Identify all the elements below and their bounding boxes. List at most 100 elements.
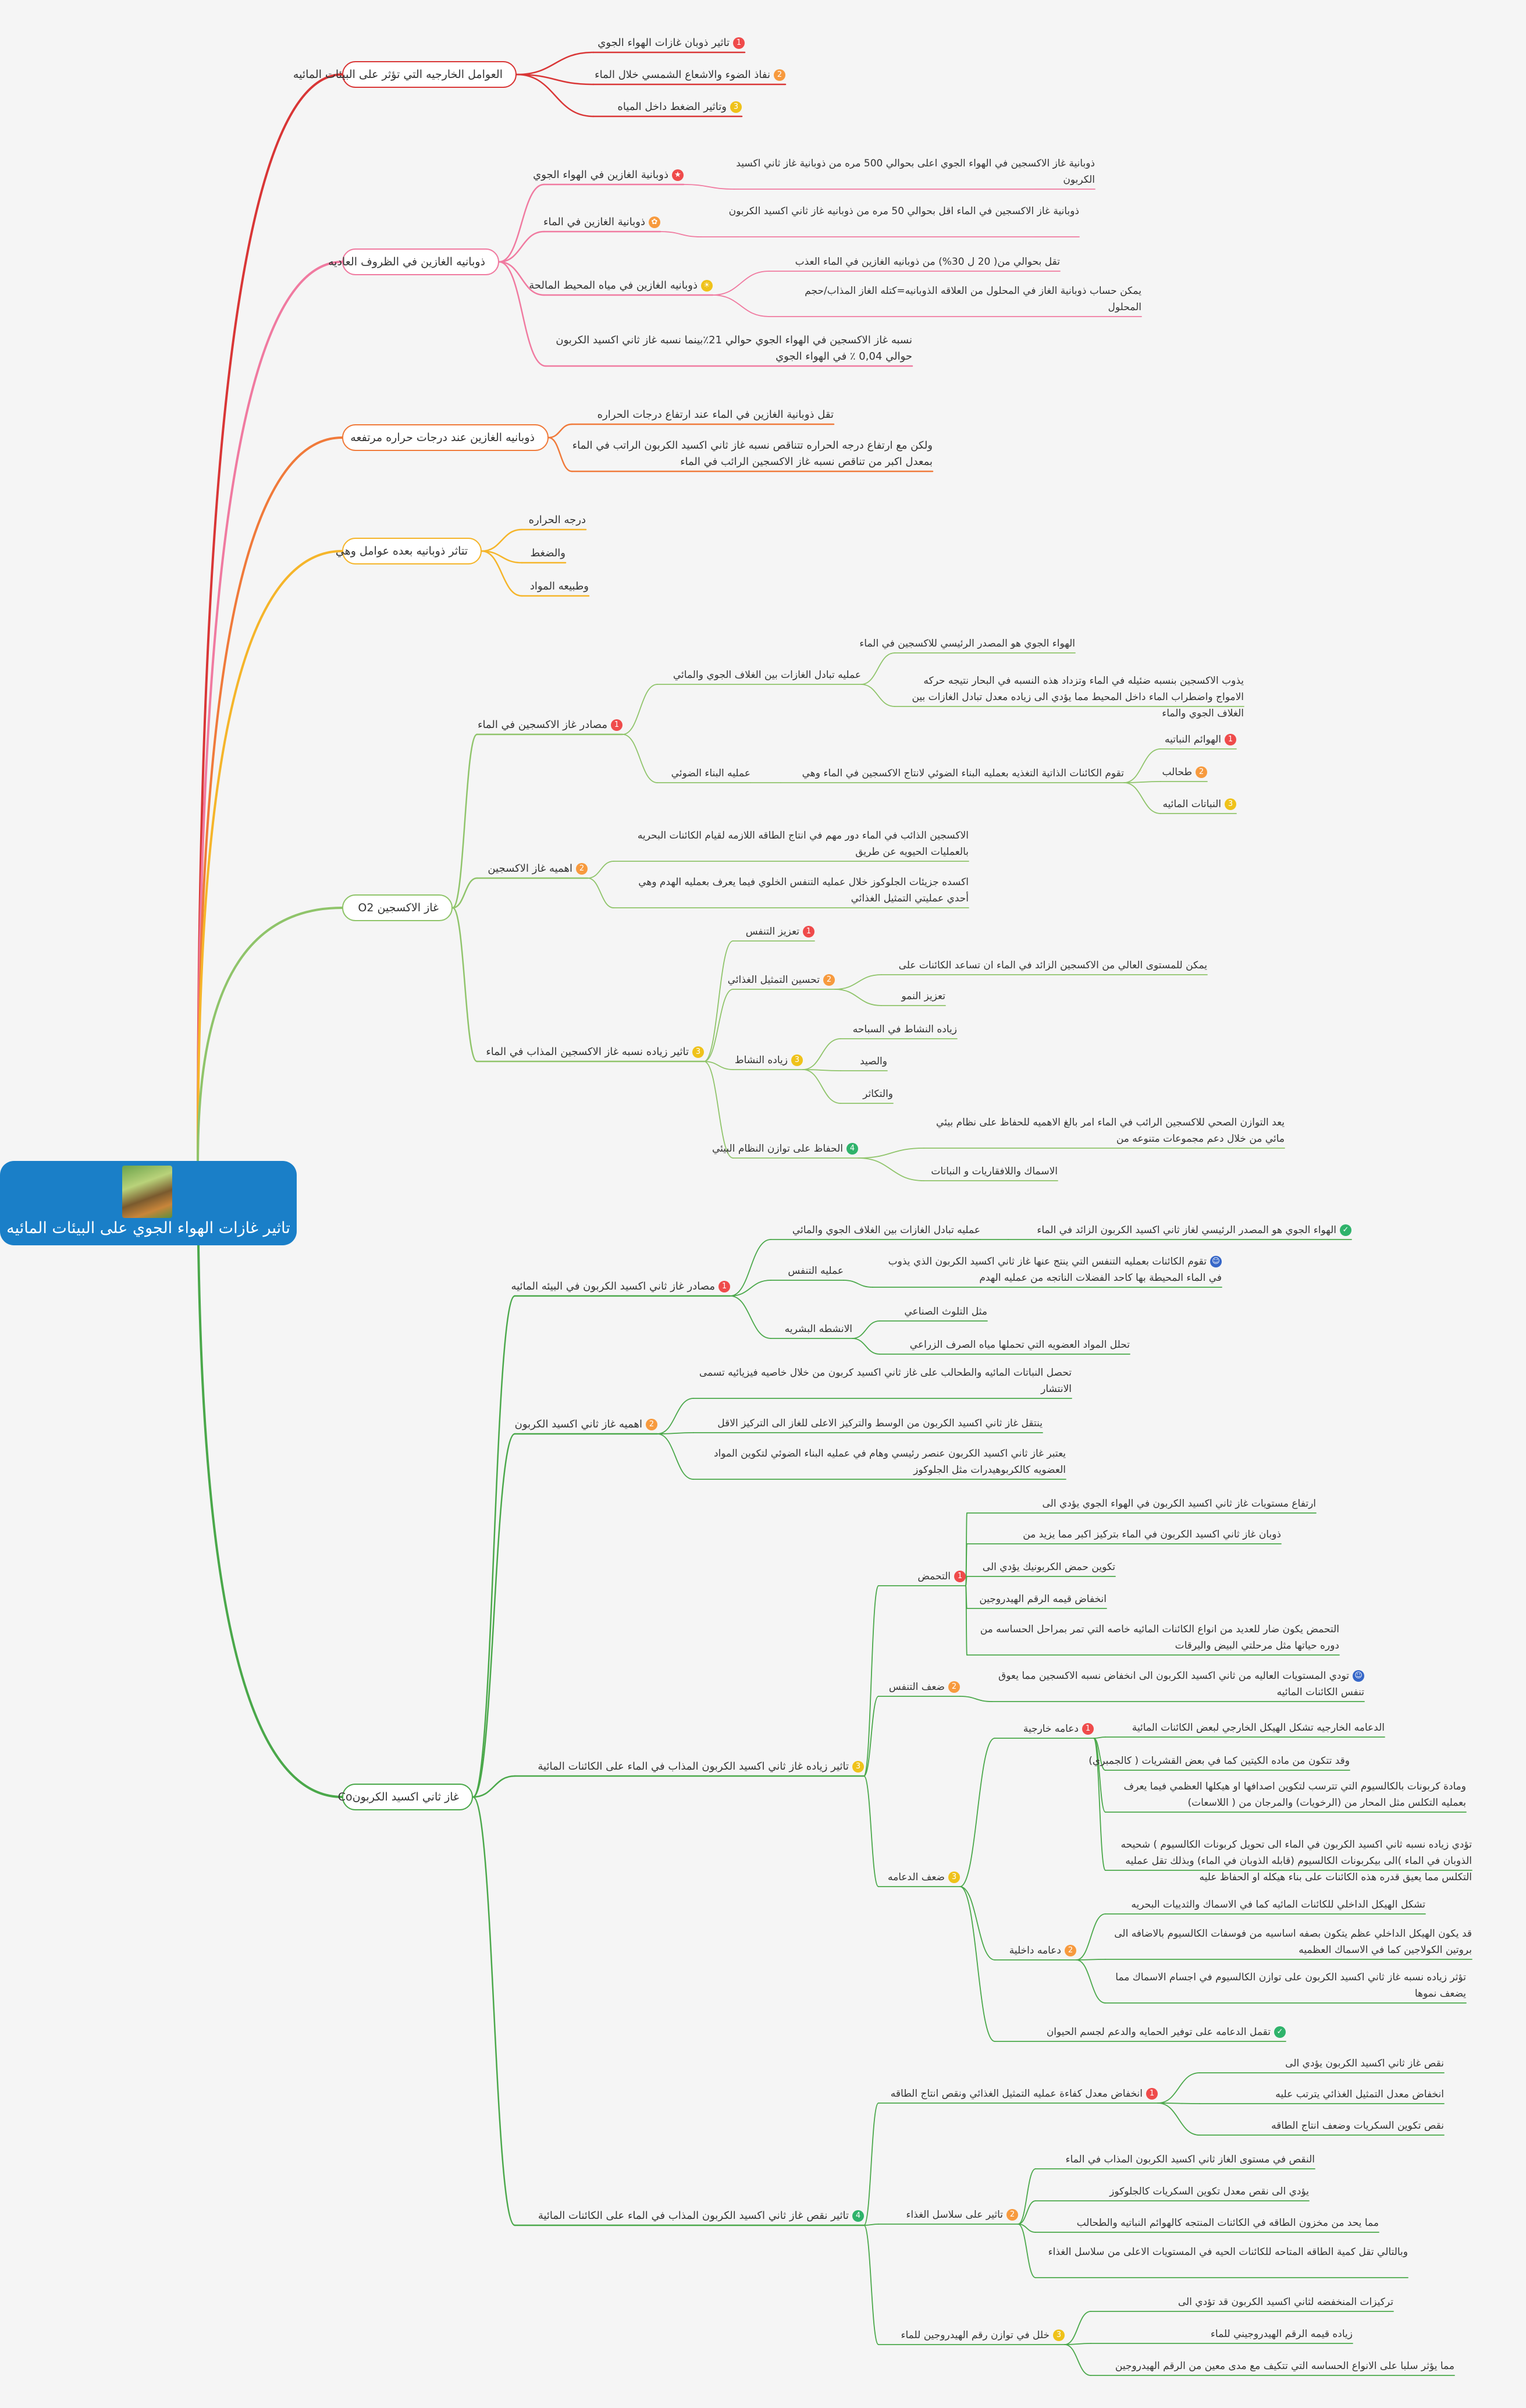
topic-5-2-0[interactable]: 1التحمض [878, 1568, 966, 1585]
topic-5-0-1-0[interactable]: ☺تقوم الكائنات بعمليه التنفس التي ينتج ع… [873, 1253, 1222, 1286]
topic-5-1-2[interactable]: يعتبر غاز ثاني اكسيد الكربون عنصر رئيسي … [693, 1445, 1066, 1478]
topic-0-2[interactable]: 3وتاثير الضغط داخل المياه [593, 99, 742, 115]
topic-5-2-0-1[interactable]: ذوبان غاز ثاني اكسيد الكربون في الماء بت… [967, 1526, 1281, 1543]
topic-4-2-3-1[interactable]: الاسماك واللافقاريات و النباتات [924, 1163, 1058, 1180]
topic-5-2-2-1-1[interactable]: قد يكون الهيكل الداخلي عظم يتكون بصفه اس… [1105, 1926, 1472, 1958]
topic-4-1-1[interactable]: اكسده جزيئات الجلوكوز خلال عمليه التنفس … [614, 874, 969, 907]
topic-5-3-1-0[interactable]: النقص في مستوى الغاز ثاني اكسيد الكربون … [1036, 2151, 1315, 2168]
topic-1-0-0[interactable]: ذوبانية غاز الاكسجين في الهواء الجوي اعل… [734, 155, 1095, 188]
topic-label: النباتات المائيه [1162, 798, 1221, 810]
topic-5-2-2-0-0[interactable]: الدعامه الخارجيه تشكل الهيكل الخارجي لبع… [1105, 1720, 1385, 1736]
topic-1-1-0[interactable]: ذوبانية غاز الاكسجين في الماء اقل بحوالي… [701, 203, 1079, 236]
topic-5-3-1-2[interactable]: مما يحد من مخزون الطاقه في الكائنات المن… [1036, 2215, 1379, 2231]
connector-line [451, 907, 478, 1063]
topic-4-2-1[interactable]: 2تحسين التمثيل الغذائي [728, 972, 835, 988]
topic-4-0-1[interactable]: عمليه البناء الضوئي [657, 765, 750, 782]
topic-4-0-1-0-1[interactable]: 2طحالب [1161, 764, 1207, 780]
branch-topic-4[interactable]: تتاثر ذوبانيه بعده عوامل وهي [336, 538, 482, 564]
topic-5-2-2-1-2[interactable]: تؤثر زياده نسبه غاز ثاني اكسيد الكربون ع… [1105, 1969, 1466, 2002]
topic-1-2-1[interactable]: يمكن حساب ذوبانية الغاز في المحلول من ال… [769, 283, 1141, 315]
topic-5-2-2[interactable]: 3ضعف الدعامه [878, 1869, 960, 1885]
topic-5-0-0[interactable]: عمليه تبادل الغازات بين الغلاف الجوي وال… [771, 1222, 980, 1238]
topic-3-0[interactable]: درجه الحراره [522, 512, 586, 528]
topic-5-2-0-3[interactable]: انخفاض قيمه الرقم الهيدروجين [967, 1591, 1107, 1607]
topic-5-2-1-0[interactable]: ☺تودي المستويات العاليه من ثاني اكسيد ال… [992, 1668, 1364, 1700]
connector-line [1064, 2311, 1091, 2345]
topic-5-3-2-1[interactable]: زياده قيمه الرقم الهيدروجيني للماء [1091, 2326, 1353, 2342]
topic-4-2-2-0[interactable]: زياده النشاط في السباحه [841, 1021, 957, 1038]
topic-5-2-0-2[interactable]: تكوين حمض الكربونيك يؤدي الى [967, 1559, 1115, 1575]
topic-5-3-0-1[interactable]: انخفاض معدل التمثيل الغذائي يترتب عليه [1200, 2086, 1444, 2102]
topic-5-2-2-0[interactable]: 1دعامه خارجية [995, 1721, 1094, 1737]
connector-line [1157, 2072, 1200, 2104]
branch-topic-1[interactable]: العوامل الخارجيه التي تؤثر على البيئات ا… [293, 61, 517, 88]
topic-4-2-3[interactable]: 4الحفاظ على توازن النظام البيئي [712, 1141, 858, 1157]
topic-5-3-1[interactable]: 2تاثير على سلاسل الغذاء [878, 2207, 1018, 2223]
topic-1-1[interactable]: ✿ذوبانية الغازين في الماء [543, 214, 660, 230]
topic-3-1[interactable]: والضغط [522, 545, 565, 562]
topic-4-2-1-0[interactable]: يمكن للمستوى العالي من الاكسجين الزائد ف… [881, 957, 1207, 974]
branch-topic-6[interactable]: غاز ثاني اكسيد الكربونCo [338, 1784, 473, 1810]
topic-5-0-0-0[interactable]: ✓الهواء الجوي هو المصدر الرئيسي لغاز ثان… [1008, 1222, 1351, 1238]
topic-5-3-2[interactable]: 3خلل في توازن رقم الهيدروجين للماء [878, 2327, 1065, 2343]
topic-5-2-0-4[interactable]: التحمض يكون ضار للعديد من انواع الكائنات… [967, 1621, 1339, 1654]
topic-4-2-3-0[interactable]: يعد التوازن الصحي للاكسجين الرائب في الم… [924, 1114, 1285, 1147]
topic-4-2[interactable]: 3تاثير زياده نسبه غاز الاكسجين المذاب في… [477, 1044, 704, 1060]
topic-5-0-2-1[interactable]: تحلل المواد العضويه التي تحملها مياه الص… [880, 1337, 1130, 1353]
topic-4-2-0[interactable]: 1تعزيز التنفس [733, 924, 814, 940]
topic-5-2-0-0[interactable]: ارتفاع مستويات غاز ثاني اكسيد الكربون في… [967, 1496, 1316, 1512]
topic-5-1[interactable]: 2اهميه غاز ثاني اكسيد الكربون [515, 1416, 657, 1433]
topic-5-1-1[interactable]: ينتقل غاز ثاني اكسيد الكربون من الوسط وا… [693, 1415, 1043, 1432]
topic-0-1[interactable]: 2نفاذ الضوء والاشعاع الشمسي خلال الماء [593, 67, 785, 83]
topic-2-1[interactable]: ولكن مع ارتفاع درجه الحراره تتناقص نسبه … [572, 438, 933, 470]
topic-1-0[interactable]: ★ذوبانية الغازين في الهواء الجوي [533, 167, 684, 183]
topic-5-2-2-1-0[interactable]: تشكل الهيكل الداخلي للكائنات المائيه كما… [1105, 1896, 1425, 1913]
topic-5-2-2-1[interactable]: 2دعامه داخلية [995, 1942, 1076, 1959]
topic-5-2-2-2[interactable]: ✓تقمل الدعامه على توفير الحمايه والدعم ل… [995, 2024, 1286, 2040]
topic-5-3-0-2[interactable]: نقص تكوين السكريات وضعف انتاج الطاقه [1200, 2118, 1444, 2134]
topic-5-1-0[interactable]: تحصل النباتات المائيه والطحالب على غاز ث… [693, 1365, 1072, 1397]
branch-topic-3[interactable]: ذوبانيه الغازين عند درجات حراره مرتفعه [342, 424, 549, 451]
topic-0-0[interactable]: 1تاثير ذوبان غازات الهواء الجوي [593, 35, 745, 51]
topic-2-0[interactable]: تقل ذوبانية الغازين في الماء عند ارتفاع … [572, 407, 834, 423]
topic-4-1-0[interactable]: الاكسجين الذائب في الماء دور مهم في انتا… [614, 827, 969, 860]
topic-5-3-1-1[interactable]: يؤدي الى نقص معدل تكوين السكريات كالجلوك… [1036, 2183, 1309, 2200]
topic-4-0-0-0[interactable]: الهواء الجوي هو المصدر الرئيسي للاكسجين … [859, 635, 1075, 652]
topic-5-3-2-0[interactable]: تركيزات المنخفضه لثاني اكسيد الكربون قد … [1091, 2294, 1393, 2310]
root-topic[interactable]: تاثير غازات الهواء الجوي على البيئات الم… [0, 1161, 297, 1245]
topic-1-2-0[interactable]: تقل بحوالي من( 20 ل 30%) من ذوبانيه الغا… [769, 254, 1060, 270]
branch-topic-2[interactable]: ذوبانيه الغازين في الظروف العاديه [328, 248, 499, 275]
topic-4-0[interactable]: 1مصادر غاز الاكسجين في الماء [477, 717, 623, 733]
topic-5-0-2-0[interactable]: مثل التلوث الصناعي [880, 1304, 987, 1320]
topic-4-2-1-1[interactable]: تعزيز النمو [881, 988, 945, 1004]
topic-4-2-2-1[interactable]: والصيد [841, 1053, 887, 1070]
topic-4-2-2[interactable]: 3زياده النشاط [733, 1052, 803, 1068]
topic-4-1[interactable]: 2اهميه غاز الاكسجين [477, 861, 588, 877]
topic-5-2-2-0-1[interactable]: وقد تتكون من ماده الكيتين كما في بعض الق… [1089, 1753, 1350, 1769]
topic-4-0-0[interactable]: عمليه تبادل الغازات بين الغلاف الجوي وال… [657, 667, 861, 683]
topic-5-2-2-0-2[interactable]: ومادة كربونات بالكالسيوم التي تترسب لتكو… [1105, 1778, 1466, 1811]
topic-5-3-1-3[interactable]: وبالتالي تقل كمية الطاقه المتاحه للكائنا… [1036, 2244, 1408, 2276]
number-badge-icon: 4 [852, 2210, 864, 2222]
topic-5-3-0[interactable]: 1انخفاض معدل كفاءة عمليه التمثيل الغذائي… [878, 2086, 1158, 2102]
topic-4-0-1-0[interactable]: تقوم الكائنات الذاتية التغذيه بعمليه الب… [781, 765, 1124, 782]
topic-5-3[interactable]: 4تاثير نقص غاز ثاني اكسيد الكربون المذاب… [515, 2208, 864, 2224]
number-badge-icon: 1 [733, 37, 745, 49]
topic-5-3-2-2[interactable]: مما يؤثر سلبا على الانواع الحساسه التي ت… [1091, 2358, 1454, 2374]
topic-1-3[interactable]: نسبه غاز الاكسجين في الهواء الجوي حوالي … [546, 332, 912, 365]
topic-5-2[interactable]: 3تاثير زياده غاز ثاني اكسيد الكربون المذ… [515, 1759, 864, 1775]
topic-5-0-1[interactable]: عمليه التنفس [771, 1263, 844, 1279]
topic-4-0-1-0-0[interactable]: 1الهوائم النباتيه [1161, 731, 1236, 748]
topic-4-2-2-2[interactable]: والتكاثر [841, 1086, 893, 1102]
topic-5-3-0-0[interactable]: نقص غاز ثاني اكسيد الكربون يؤدي الى [1200, 2055, 1444, 2072]
branch-topic-5[interactable]: غاز الاكسجين O2 [342, 894, 453, 921]
topic-5-0[interactable]: 1مصادر غاز ثاني اكسيد الكربون في البيئه … [511, 1278, 730, 1295]
topic-1-2[interactable]: ☀ذوبانيه الغازين في مياه المحيط المالحة [529, 278, 713, 294]
topic-5-0-2[interactable]: الانشطه البشريه [771, 1321, 852, 1337]
topic-5-2-1[interactable]: 2ضعف التنفس [878, 1679, 960, 1695]
topic-3-2[interactable]: وطبيعه المواد [522, 578, 589, 595]
topic-5-2-2-0-3[interactable]: تؤدي زياده نسبه ثاني اكسيد الكربون في ال… [1105, 1837, 1472, 1883]
topic-4-0-0-1[interactable]: يذوب الاكسجين بنسبه ضئيله في الماء وتزدا… [895, 673, 1244, 719]
topic-label: وقد تتكون من ماده الكيتين كما في بعض الق… [1089, 1755, 1350, 1767]
topic-4-0-1-0-2[interactable]: 3النباتات المائيه [1161, 796, 1236, 812]
